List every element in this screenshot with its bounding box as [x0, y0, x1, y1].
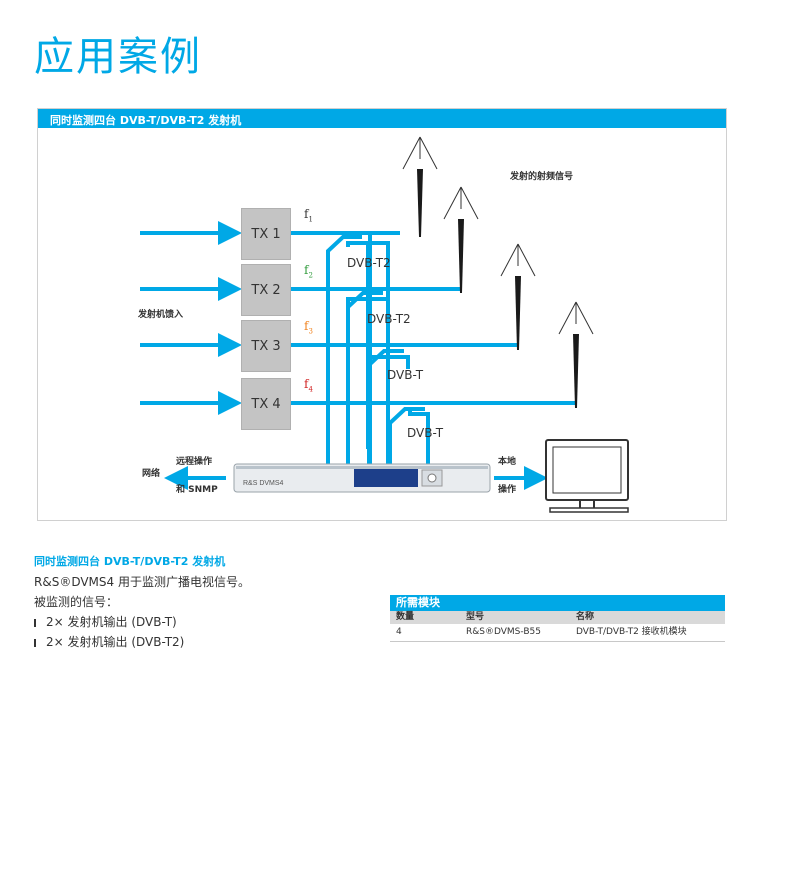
tx-1-box: TX 1 — [241, 208, 291, 260]
diagram-drawing: R&S DVMS4 — [140, 136, 629, 513]
tx-4-box: TX 4 — [241, 378, 291, 430]
remote-label-2: 和 SNMP — [176, 485, 218, 495]
diagram-header-text: 同时监测四台 DVB-T/DVB-T2 发射机 — [50, 114, 242, 127]
application-diagram: 同时监测四台 DVB-T/DVB-T2 发射机 — [37, 108, 727, 521]
standard-label-1: DVB-T2 — [347, 256, 391, 270]
cell-qty: 4 — [396, 627, 402, 637]
freq-3-label: f3 — [304, 319, 313, 336]
freq-2-label: f2 — [304, 263, 313, 280]
diagram-header: 同时监测四台 DVB-T/DVB-T2 发射机 — [38, 109, 726, 128]
dvms4-device: R&S DVMS4 — [233, 463, 491, 493]
cell-model: R&S®DVMS-B55 — [466, 627, 541, 637]
freq-1-label: f1 — [304, 207, 313, 224]
freq-4-label: f4 — [304, 377, 313, 394]
tx-2-box: TX 2 — [241, 264, 291, 316]
cell-name: DVB-T/DVB-T2 接收机模块 — [576, 627, 687, 637]
caption-line-2: 被监测的信号： — [34, 595, 119, 609]
network-label: 网络 — [142, 469, 161, 479]
tx-3-box: TX 3 — [241, 320, 291, 372]
page-title: 应用案例 — [34, 34, 202, 80]
modules-table-header: 数量 型号 名称 — [390, 611, 725, 624]
antennas — [402, 136, 594, 408]
table-row: 4 R&S®DVMS-B55 DVB-T/DVB-T2 接收机模块 — [390, 624, 725, 642]
local-label-2: 操作 — [498, 485, 517, 495]
caption-title: 同时监测四台 DVB-T/DVB-T2 发射机 — [34, 555, 226, 568]
standard-label-4: DVB-T — [407, 426, 444, 440]
modules-table: 所需模块 数量 型号 名称 4 R&S®DVMS-B55 DVB-T/DVB-T… — [390, 595, 725, 642]
output-lines — [290, 231, 575, 405]
caption-bullet: 2× 发射机输出 (DVB-T) — [34, 613, 177, 630]
modules-table-title: 所需模块 — [390, 595, 725, 611]
remote-label-1: 远程操作 — [176, 457, 213, 467]
device-brand-text: R&S DVMS4 — [243, 480, 284, 487]
caption-line-1: R&S®DVMS4 用于监测广播电视信号。 — [34, 575, 250, 589]
col-header-qty: 数量 — [396, 612, 415, 622]
local-label-1: 本地 — [498, 457, 517, 467]
standard-label-2: DVB-T2 — [367, 312, 411, 326]
monitor-icon — [545, 439, 629, 513]
rf-signal-label: 发射的射频信号 — [510, 172, 574, 182]
standard-label-3: DVB-T — [387, 368, 424, 382]
col-header-model: 型号 — [466, 612, 485, 622]
col-header-name: 名称 — [576, 612, 595, 622]
caption-bullet: 2× 发射机输出 (DVB-T2) — [34, 633, 184, 650]
feed-arrows — [140, 221, 242, 415]
branch-lines — [326, 235, 425, 467]
feed-label: 发射机馈入 — [138, 310, 184, 320]
